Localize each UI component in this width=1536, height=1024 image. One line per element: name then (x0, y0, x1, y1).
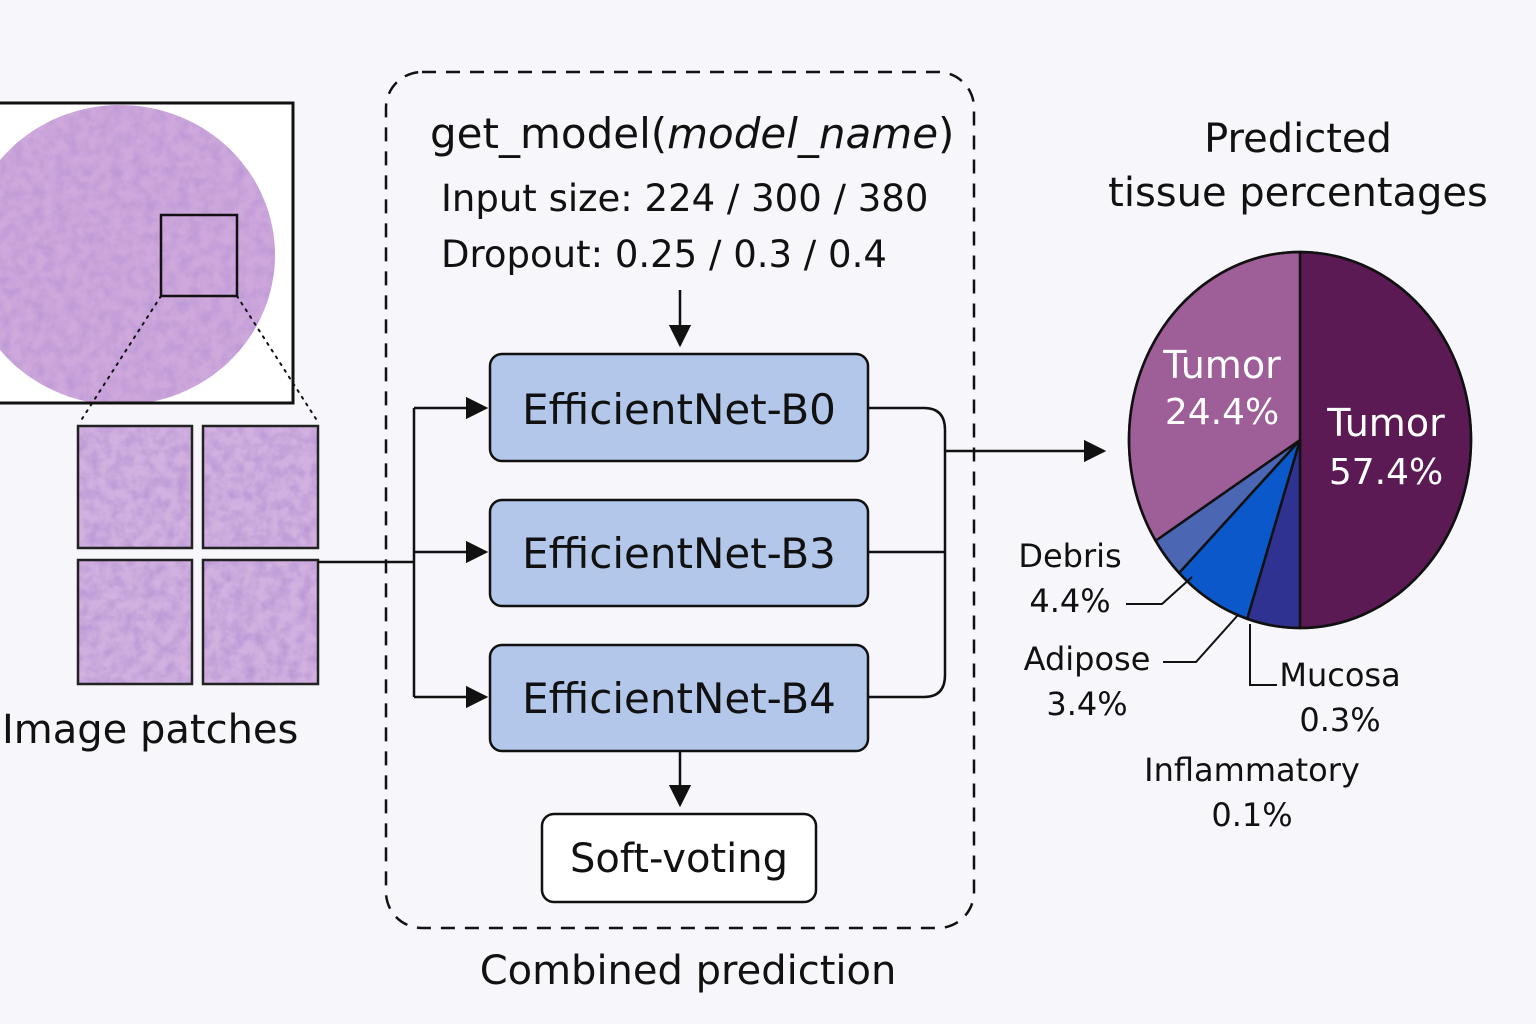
slice-label-adipose-value: 3.4% (1046, 685, 1127, 723)
efficientnet-b4-box: EfficientNet-B4 (488, 643, 870, 753)
model-ensemble-container (384, 70, 976, 930)
results-title-line1: Predicted (1204, 116, 1392, 162)
efficientnet-b4-label: EfficientNet-B4 (522, 674, 836, 723)
slice-label-tumor-main-value: 57.4% (1329, 452, 1443, 493)
soft-voting-label: Soft-voting (570, 836, 788, 882)
pie-outline (1127, 250, 1473, 630)
slice-label-debris-name: Debris (1018, 537, 1121, 575)
output-merge-connector (868, 406, 947, 699)
input-size-text: Input size: 224 / 300 / 380 (441, 177, 928, 220)
patch-tile (201, 558, 320, 686)
slice-label-tumor-main-name: Tumor (1326, 401, 1445, 445)
pie-leader-lines (1126, 576, 1277, 686)
slide-thumbnail (0, 101, 319, 423)
slice-label-tumor-second-value: 24.4% (1165, 392, 1279, 433)
zoom-region-box (159, 213, 239, 298)
slice-label-debris-value: 4.4% (1029, 582, 1110, 620)
combined-prediction-caption: Combined prediction (480, 948, 897, 994)
slide-frame (0, 101, 295, 405)
patch-grid (76, 424, 320, 686)
slice-label-adipose-name: Adipose (1024, 640, 1151, 678)
label-inflammatory-value: 0.1% (1211, 796, 1292, 834)
slice-label-mucosa-value: 0.3% (1299, 701, 1380, 739)
efficientnet-b3-box: EfficientNet-B3 (488, 498, 870, 608)
model-function-signature: get_model(model_name) (430, 109, 954, 158)
efficientnet-b3-label: EfficientNet-B3 (522, 529, 836, 578)
patch-tile (201, 424, 320, 550)
patch-tile (76, 424, 194, 550)
patch-tile (76, 558, 194, 686)
results-title-line2: tissue percentages (1108, 170, 1488, 216)
label-inflammatory-name: Inflammatory (1144, 751, 1360, 789)
slice-label-mucosa-name: Mucosa (1279, 656, 1400, 694)
soft-voting-box: Soft-voting (540, 812, 818, 904)
input-connectors (318, 396, 489, 709)
slice-label-tumor-second-name: Tumor (1162, 343, 1281, 387)
dropout-text: Dropout: 0.25 / 0.3 / 0.4 (441, 233, 887, 276)
efficientnet-b0-box: EfficientNet-B0 (488, 352, 870, 463)
patches-label: Image patches (2, 707, 298, 753)
efficientnet-b0-label: EfficientNet-B0 (522, 385, 836, 434)
